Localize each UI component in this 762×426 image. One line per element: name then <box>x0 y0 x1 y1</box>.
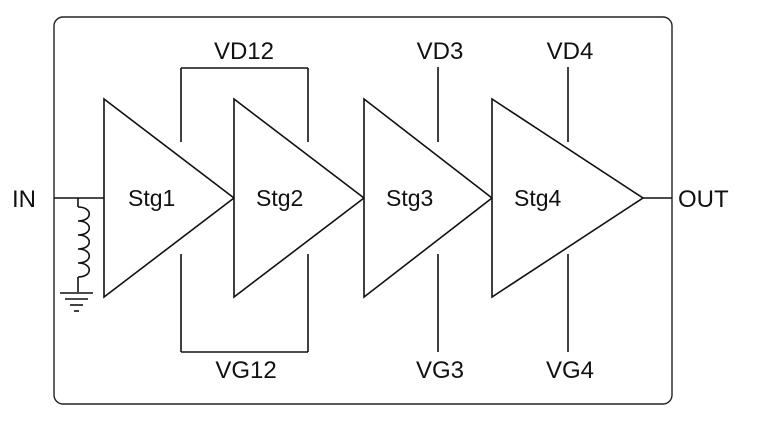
stage-2-label: Stg2 <box>256 185 303 211</box>
input-port-label: IN <box>12 186 36 213</box>
ground-icon <box>60 292 93 312</box>
module-outline <box>53 16 673 405</box>
stage-4-label: Stg4 <box>514 185 562 211</box>
vg4-label: VG4 <box>546 357 594 384</box>
amplifier-stage-2: Stg2 <box>233 97 366 299</box>
amplifier-stage-1: Stg1 <box>103 97 236 299</box>
vd4-label: VD4 <box>547 38 594 65</box>
stage-3-label: Stg3 <box>386 185 433 211</box>
vg12-label: VG12 <box>215 357 276 384</box>
amplifier-stage-3: Stg3 <box>363 97 494 299</box>
vd12-label: VD12 <box>214 38 274 65</box>
amplifier-stage-4: Stg4 <box>491 97 645 299</box>
vd3-label: VD3 <box>417 38 464 65</box>
stage-1-label: Stg1 <box>128 185 175 211</box>
vg3-label: VG3 <box>416 357 464 384</box>
vg12-bias-rail <box>180 254 309 353</box>
vd12-bias-rail <box>180 67 309 142</box>
output-port-label: OUT <box>678 186 729 213</box>
shunt-inductor <box>77 198 91 292</box>
